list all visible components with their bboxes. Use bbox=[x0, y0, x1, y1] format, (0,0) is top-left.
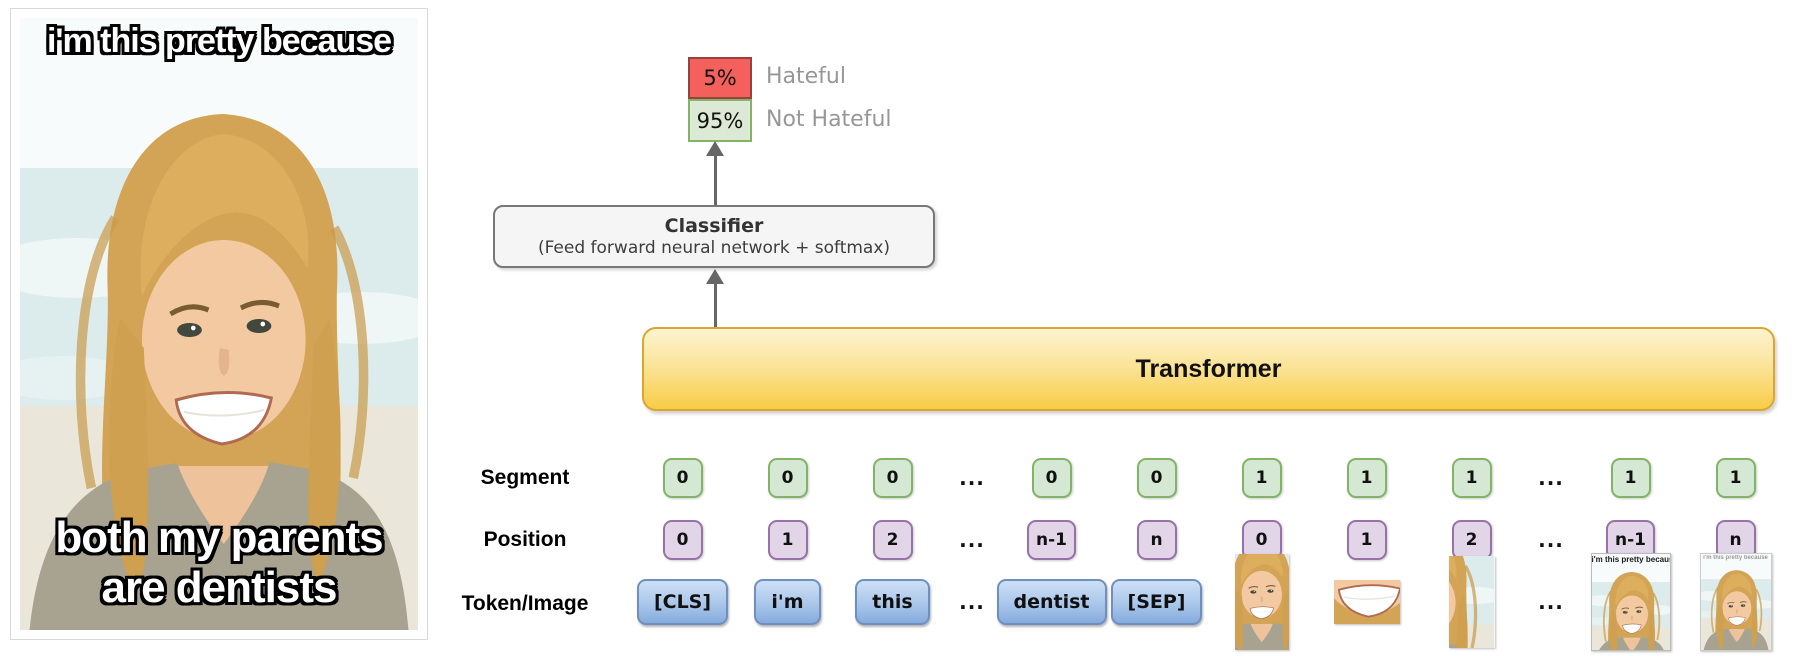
meme-bottom-line-1: both my parents bbox=[55, 513, 383, 563]
position-cell: n-1 bbox=[999, 517, 1104, 563]
segment-cell: 0 bbox=[840, 455, 945, 501]
patch-meme-top-text: i'm this pretty because bbox=[1591, 555, 1670, 564]
image-patch-smile bbox=[1333, 580, 1400, 624]
position-cell: 2 bbox=[1419, 517, 1524, 563]
token-cls: [CLS] bbox=[636, 579, 729, 625]
segment-cell: 1 bbox=[1419, 455, 1524, 501]
token-image-row: [CLS] i'm this ... dentist [SEP] ... bbox=[630, 552, 1788, 652]
image-patch-hair-shoulder bbox=[1448, 556, 1495, 648]
token-cell: i'm this pretty because bbox=[1683, 552, 1788, 652]
token-ellipsis: ... bbox=[959, 590, 985, 614]
arrow-up-to-classifier-line bbox=[714, 282, 717, 327]
segment-cell: 0 bbox=[630, 455, 735, 501]
segment-cell: 1 bbox=[1314, 455, 1419, 501]
token-cell: this bbox=[840, 552, 945, 652]
position-row: 0 1 2 ... n-1 n 0 1 2 ... n-1 n bbox=[630, 517, 1788, 563]
position-value: 2 bbox=[872, 520, 913, 560]
segment-value: 1 bbox=[1451, 458, 1492, 498]
position-cell: ... bbox=[945, 517, 999, 563]
classifier-title: Classifier bbox=[664, 215, 764, 237]
segment-value: 1 bbox=[1610, 458, 1651, 498]
segment-cell: 1 bbox=[1578, 455, 1683, 501]
position-cell: ... bbox=[1524, 517, 1578, 563]
token-word: this bbox=[855, 579, 930, 625]
segment-cell: ... bbox=[945, 455, 999, 501]
token-word: dentist bbox=[996, 579, 1107, 625]
position-value: 0 bbox=[1241, 520, 1282, 560]
segment-value: 1 bbox=[1241, 458, 1282, 498]
meme-bottom-text: both my parents are dentists bbox=[20, 513, 418, 612]
segment-value: 0 bbox=[1136, 458, 1177, 498]
segment-value: 0 bbox=[872, 458, 913, 498]
meme-image: i'm this pretty because both my parents … bbox=[10, 8, 428, 640]
position-cell: 0 bbox=[630, 517, 735, 563]
meme-top-text: i'm this pretty because bbox=[46, 22, 392, 60]
token-cell bbox=[1419, 552, 1524, 652]
segment-cell: 0 bbox=[999, 455, 1104, 501]
image-patch-meme-top: i'm this pretty because bbox=[1590, 553, 1671, 651]
segment-value: 0 bbox=[662, 458, 703, 498]
not-hateful-probability-box: 95% bbox=[688, 99, 752, 142]
position-value: n bbox=[1136, 520, 1177, 560]
position-cell: 1 bbox=[1314, 517, 1419, 563]
position-ellipsis: ... bbox=[959, 528, 985, 552]
token-sep: [SEP] bbox=[1110, 579, 1203, 625]
segment-value: 1 bbox=[1715, 458, 1756, 498]
token-cell: ... bbox=[945, 552, 999, 652]
segment-row-label: Segment bbox=[480, 466, 570, 489]
segment-cell: 0 bbox=[735, 455, 840, 501]
token-image-row-label: Token/Image bbox=[461, 592, 589, 615]
classifier-subtitle: (Feed forward neural network + softmax) bbox=[537, 238, 891, 258]
meme-photo: i'm this pretty because both my parents … bbox=[20, 18, 418, 630]
hateful-label: Hateful bbox=[766, 64, 846, 89]
segment-cell: 0 bbox=[1104, 455, 1209, 501]
segment-cell: 1 bbox=[1209, 455, 1314, 501]
segment-ellipsis: ... bbox=[1538, 466, 1564, 490]
token-word: i'm bbox=[754, 579, 821, 625]
classifier-box: Classifier (Feed forward neural network … bbox=[493, 205, 935, 268]
token-cell: [CLS] bbox=[630, 552, 735, 652]
segment-cell: 1 bbox=[1683, 455, 1788, 501]
image-patch-full-meme: i'm this pretty because bbox=[1699, 553, 1772, 651]
position-row-label: Position bbox=[483, 528, 567, 551]
segment-value: 0 bbox=[767, 458, 808, 498]
segment-value: 1 bbox=[1346, 458, 1387, 498]
token-cell: ... bbox=[1524, 552, 1578, 652]
token-cell: [SEP] bbox=[1104, 552, 1209, 652]
token-cell: i'm bbox=[735, 552, 840, 652]
position-cell: 1 bbox=[735, 517, 840, 563]
arrow-up-to-prediction-line bbox=[714, 154, 717, 205]
segment-row: 0 0 0 ... 0 0 1 1 1 ... 1 1 bbox=[630, 455, 1788, 501]
arrow-up-to-classifier-icon bbox=[706, 269, 724, 284]
arrow-up-to-prediction-icon bbox=[706, 141, 724, 156]
token-ellipsis: ... bbox=[1538, 590, 1564, 614]
position-cell: 0 bbox=[1209, 517, 1314, 563]
position-cell: n bbox=[1104, 517, 1209, 563]
position-value: 1 bbox=[767, 520, 808, 560]
meme-bottom-line-2: are dentists bbox=[101, 562, 338, 612]
patch-full-meme-text: i'm this pretty because bbox=[1703, 555, 1768, 561]
position-cell: 2 bbox=[840, 517, 945, 563]
not-hateful-label: Not Hateful bbox=[766, 107, 892, 132]
position-value: 2 bbox=[1451, 520, 1492, 560]
position-value: n-1 bbox=[1027, 520, 1076, 560]
token-cell bbox=[1314, 552, 1419, 652]
token-cell: dentist bbox=[996, 552, 1107, 652]
token-cell: i'm this pretty because bbox=[1578, 552, 1683, 652]
token-cell bbox=[1209, 552, 1314, 652]
position-value: 1 bbox=[1346, 520, 1387, 560]
position-value: 0 bbox=[662, 520, 703, 560]
hateful-probability-box: 5% bbox=[688, 57, 752, 99]
segment-value: 0 bbox=[1031, 458, 1072, 498]
position-ellipsis: ... bbox=[1538, 528, 1564, 552]
segment-cell: ... bbox=[1524, 455, 1578, 501]
image-patch-woman-portrait bbox=[1234, 554, 1289, 650]
transformer-box: Transformer bbox=[642, 327, 1775, 411]
segment-ellipsis: ... bbox=[959, 466, 985, 490]
transformer-label: Transformer bbox=[1135, 354, 1282, 383]
